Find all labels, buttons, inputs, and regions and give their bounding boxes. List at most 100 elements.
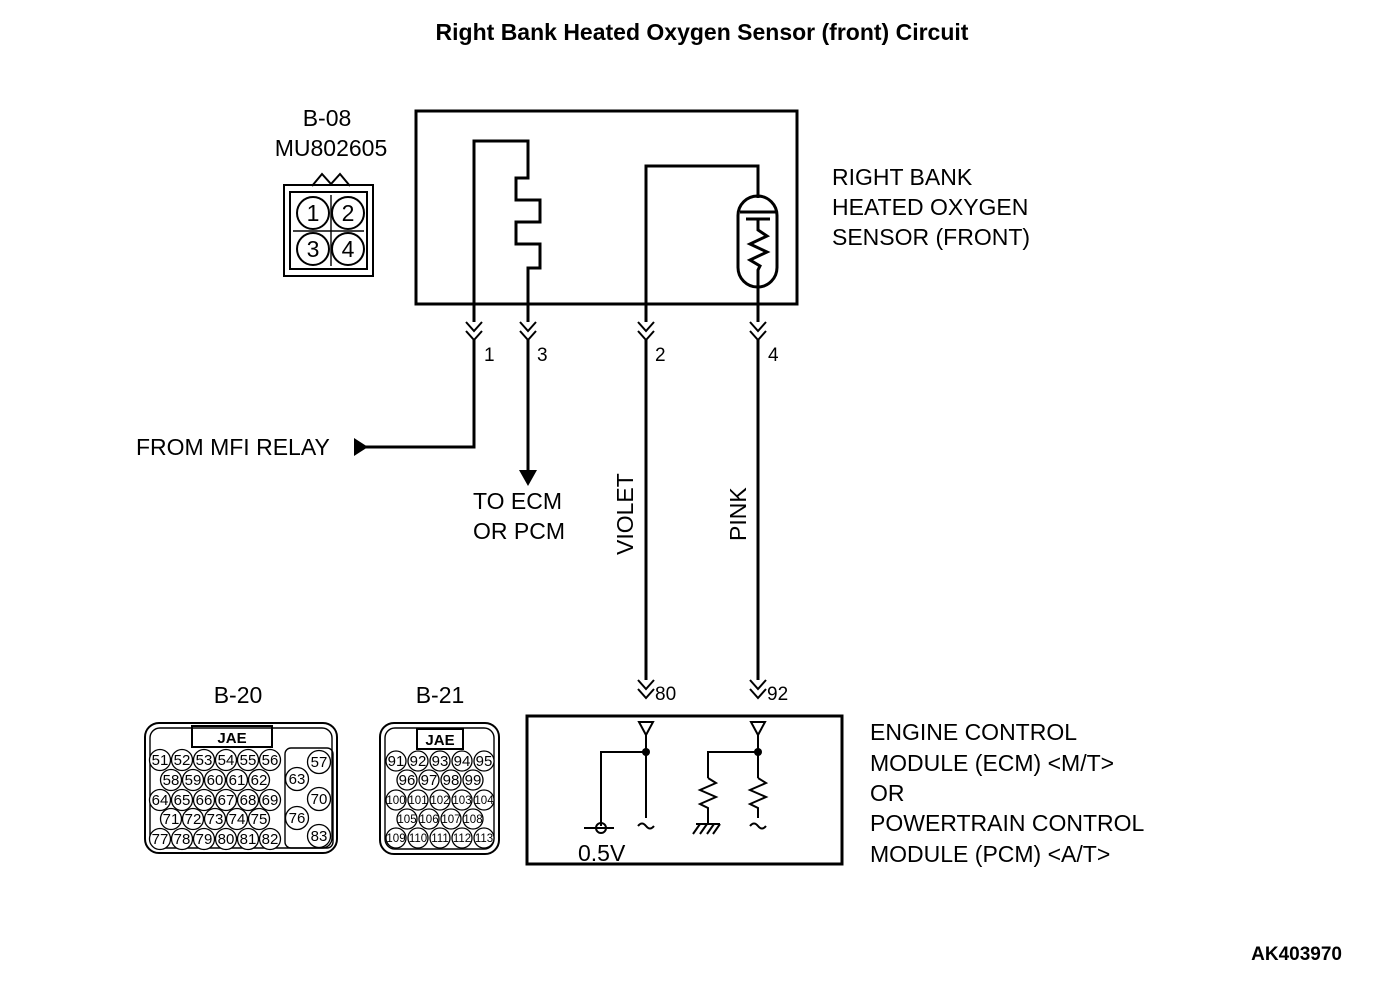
connector-cavity <box>258 748 282 772</box>
connector-cavity <box>214 748 238 772</box>
connector-cavity <box>473 750 495 772</box>
connector-cavity <box>407 827 429 849</box>
ac-symbol <box>749 822 767 830</box>
connector-cavity <box>247 807 271 831</box>
connector-b08-pin-cavity <box>331 232 365 266</box>
connector-cavity <box>181 807 205 831</box>
connector-cavity <box>418 808 440 830</box>
figure-code: AK403970 <box>1251 944 1342 965</box>
connector-b08-pin-label: 1 <box>307 200 320 226</box>
sensor-housing <box>414 109 799 306</box>
connector-b21-maker: JAE <box>425 732 454 749</box>
module-housing <box>525 714 844 866</box>
connector-cavity-number: 78 <box>174 831 191 848</box>
connector-cavity-number: 68 <box>240 792 257 809</box>
connector-cavity <box>159 768 183 792</box>
sensor-pin-3-label: 3 <box>537 345 548 366</box>
connector-cavity-number: 111 <box>431 833 448 845</box>
connector-cavity <box>258 827 282 851</box>
connector-cavity <box>385 789 407 811</box>
connector-cavity-number: 76 <box>289 810 306 827</box>
connector-cavity-number: 62 <box>251 772 268 789</box>
connector-cavity <box>236 748 260 772</box>
sensor-name-line-3: SENSOR (FRONT) <box>832 224 1030 250</box>
connector-cavity <box>192 788 216 812</box>
to-ecm-arrow <box>519 470 537 486</box>
connector-cavity-number: 69 <box>262 792 279 809</box>
connector-cavity-number: 83 <box>311 828 328 845</box>
connector-cavity <box>284 766 310 792</box>
connector-cavity <box>473 827 495 849</box>
connector-cavity-number: 108 <box>463 814 482 826</box>
connector-cavity-number: 103 <box>452 795 471 807</box>
connector-cavity <box>385 827 407 849</box>
connector-cavity <box>396 808 418 830</box>
connector-cavity-number: 94 <box>454 753 471 770</box>
connector-cavity-number: 100 <box>386 795 405 807</box>
connector-cavity-number: 63 <box>289 771 306 788</box>
connector-cavity-number: 59 <box>185 772 202 789</box>
mfi-relay-arrow <box>354 438 368 456</box>
sensor-name-line-1: RIGHT BANK <box>832 164 973 190</box>
connector-cavity-number: 53 <box>196 752 213 769</box>
connector-cavity <box>192 748 216 772</box>
module-name-line-2: MODULE (ECM) <M/T> <box>870 750 1114 776</box>
connector-b21-id: B-21 <box>416 682 465 708</box>
connector-cavity <box>236 827 260 851</box>
connector-b08-body <box>283 184 374 277</box>
reference-voltage-label: 0.5V <box>578 840 626 866</box>
connector-b08-part-number: MU802605 <box>275 135 388 161</box>
module-name-line-4: POWERTRAIN CONTROL <box>870 810 1145 836</box>
connector-cavity <box>258 788 282 812</box>
connector-cavity <box>203 807 227 831</box>
violet-wire-label: VIOLET <box>612 473 638 555</box>
connector-cavity-number: 92 <box>410 753 427 770</box>
connector-cavity <box>225 768 249 792</box>
sensing-element-resistor <box>746 219 771 287</box>
connector-b08-pin-cavity <box>296 232 330 266</box>
connector-cavity <box>148 748 172 772</box>
connector-cavity <box>236 788 260 812</box>
connector-b20-body <box>144 722 338 854</box>
connector-cavity <box>148 827 172 851</box>
connector-b08: B-08 MU802605 1 2 3 4 <box>275 105 388 277</box>
connector-cavity <box>306 749 332 775</box>
connector-b20-maker: JAE <box>217 730 246 747</box>
connector-cavity-number: 60 <box>207 772 224 789</box>
connector-cavity-number: 77 <box>152 831 169 848</box>
connector-cavity-number: 75 <box>251 811 268 828</box>
connector-cavity <box>181 768 205 792</box>
connector-cavity <box>159 807 183 831</box>
connector-b20-maker-plate <box>191 725 273 748</box>
connector-cavity-number: 110 <box>409 833 427 845</box>
connector-b08-inner <box>289 191 368 270</box>
module-input-symbol <box>637 721 655 738</box>
connector-cavity <box>170 788 194 812</box>
connector-b08-pin-label: 2 <box>342 200 355 226</box>
module-pin-92-label: 92 <box>767 684 788 705</box>
sensor-pin-4-label: 4 <box>768 345 779 366</box>
connector-cavity-number: 95 <box>476 753 493 770</box>
connector-cavity-number: 67 <box>218 792 235 809</box>
connector-b08-pin-cavity <box>296 196 330 230</box>
connector-b20-id: B-20 <box>214 682 263 708</box>
connector-cavity-number: 112 <box>453 833 471 845</box>
connector-cavity-number: 98 <box>443 772 460 789</box>
connector-b08-pin-label: 3 <box>307 236 320 262</box>
connector-cavity <box>451 827 473 849</box>
connector-cavity-number: 81 <box>240 831 257 848</box>
sensor-signal-wire <box>644 164 760 322</box>
connector-cavity <box>396 769 418 791</box>
connector-cavity <box>451 789 473 811</box>
connector-cavity-number: 97 <box>421 772 438 789</box>
module-name-line-1: ENGINE CONTROL <box>870 719 1077 745</box>
from-mfi-relay-label: FROM MFI RELAY <box>136 434 330 460</box>
connector-cavity <box>429 750 451 772</box>
connector-cavity-number: 99 <box>465 772 482 789</box>
connector-cavity <box>451 750 473 772</box>
connector-cavity-number: 72 <box>185 811 202 828</box>
connector-cavity-number: 51 <box>152 752 169 769</box>
